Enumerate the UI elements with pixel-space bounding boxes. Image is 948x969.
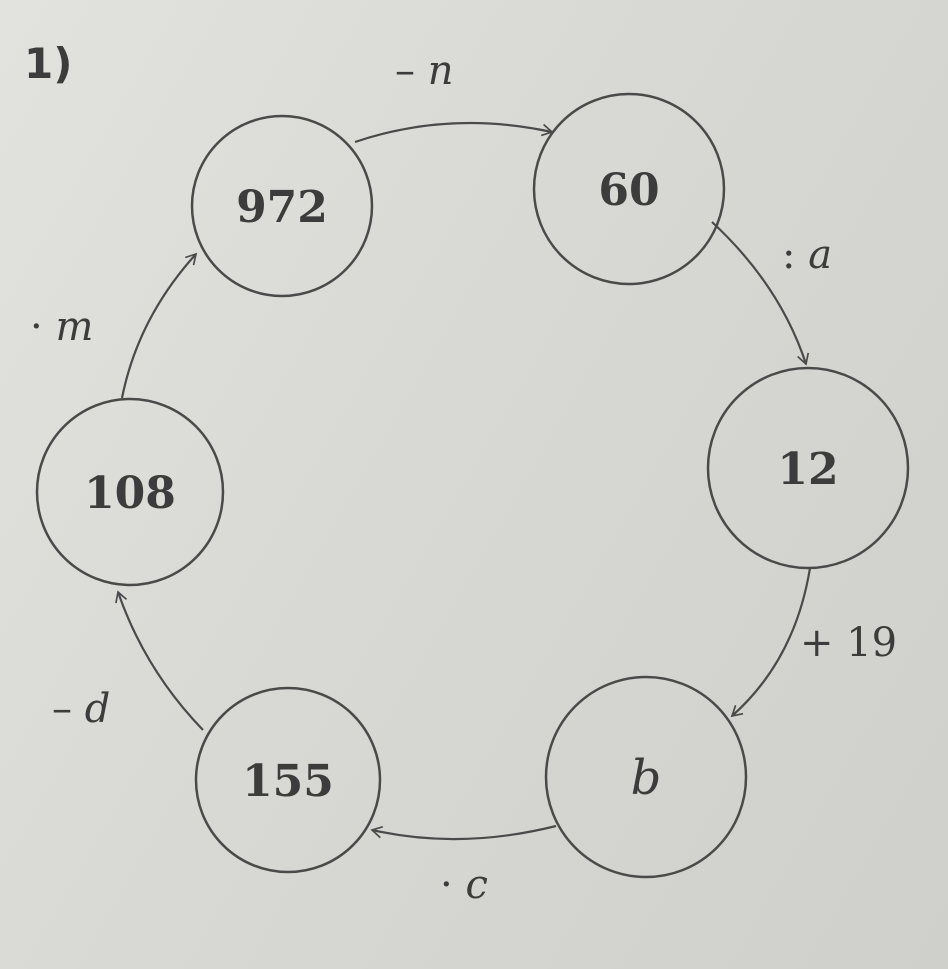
- edge-108-to-972: [120, 252, 198, 399]
- node-12: 12: [706, 366, 910, 570]
- edge-label-minus-n: – n: [395, 48, 453, 94]
- edge-op: :: [782, 232, 808, 278]
- edge-60-to-12: [711, 221, 810, 366]
- edge-label-plus-19: + 19: [800, 620, 897, 666]
- node-972: 972: [190, 114, 374, 298]
- edge-label-div-a: : a: [782, 232, 832, 278]
- node-60: 60: [532, 92, 726, 286]
- edge-label-mult-c: · c: [440, 862, 488, 908]
- edge-var: m: [55, 304, 93, 350]
- node-155: 155: [194, 686, 382, 874]
- edge-var: d: [85, 686, 111, 732]
- node-b: b: [544, 675, 748, 879]
- edge-var: c: [465, 862, 487, 908]
- node-value: b: [631, 750, 662, 806]
- node-value: 108: [84, 468, 176, 519]
- edge-label-mult-m: · m: [30, 304, 93, 350]
- edge-972-to-60: [354, 121, 554, 144]
- edge-op: –: [52, 686, 85, 732]
- edge-op: ·: [30, 304, 55, 350]
- edge-var: a: [808, 232, 832, 278]
- edge-12-to-b: [730, 567, 812, 718]
- edge-op: ·: [440, 862, 465, 908]
- node-value: 60: [598, 165, 659, 216]
- edge-b-to-155: [370, 824, 557, 841]
- edge-var: n: [428, 48, 454, 94]
- node-108: 108: [35, 397, 225, 587]
- edge-op: –: [395, 48, 428, 94]
- node-value: 12: [777, 444, 838, 495]
- edge-op: + 19: [800, 620, 897, 666]
- node-value: 155: [242, 756, 334, 807]
- problem-number: 1): [24, 39, 72, 88]
- edge-label-minus-d: – d: [52, 686, 110, 732]
- node-value: 972: [236, 182, 328, 233]
- edge-155-to-108: [115, 590, 204, 731]
